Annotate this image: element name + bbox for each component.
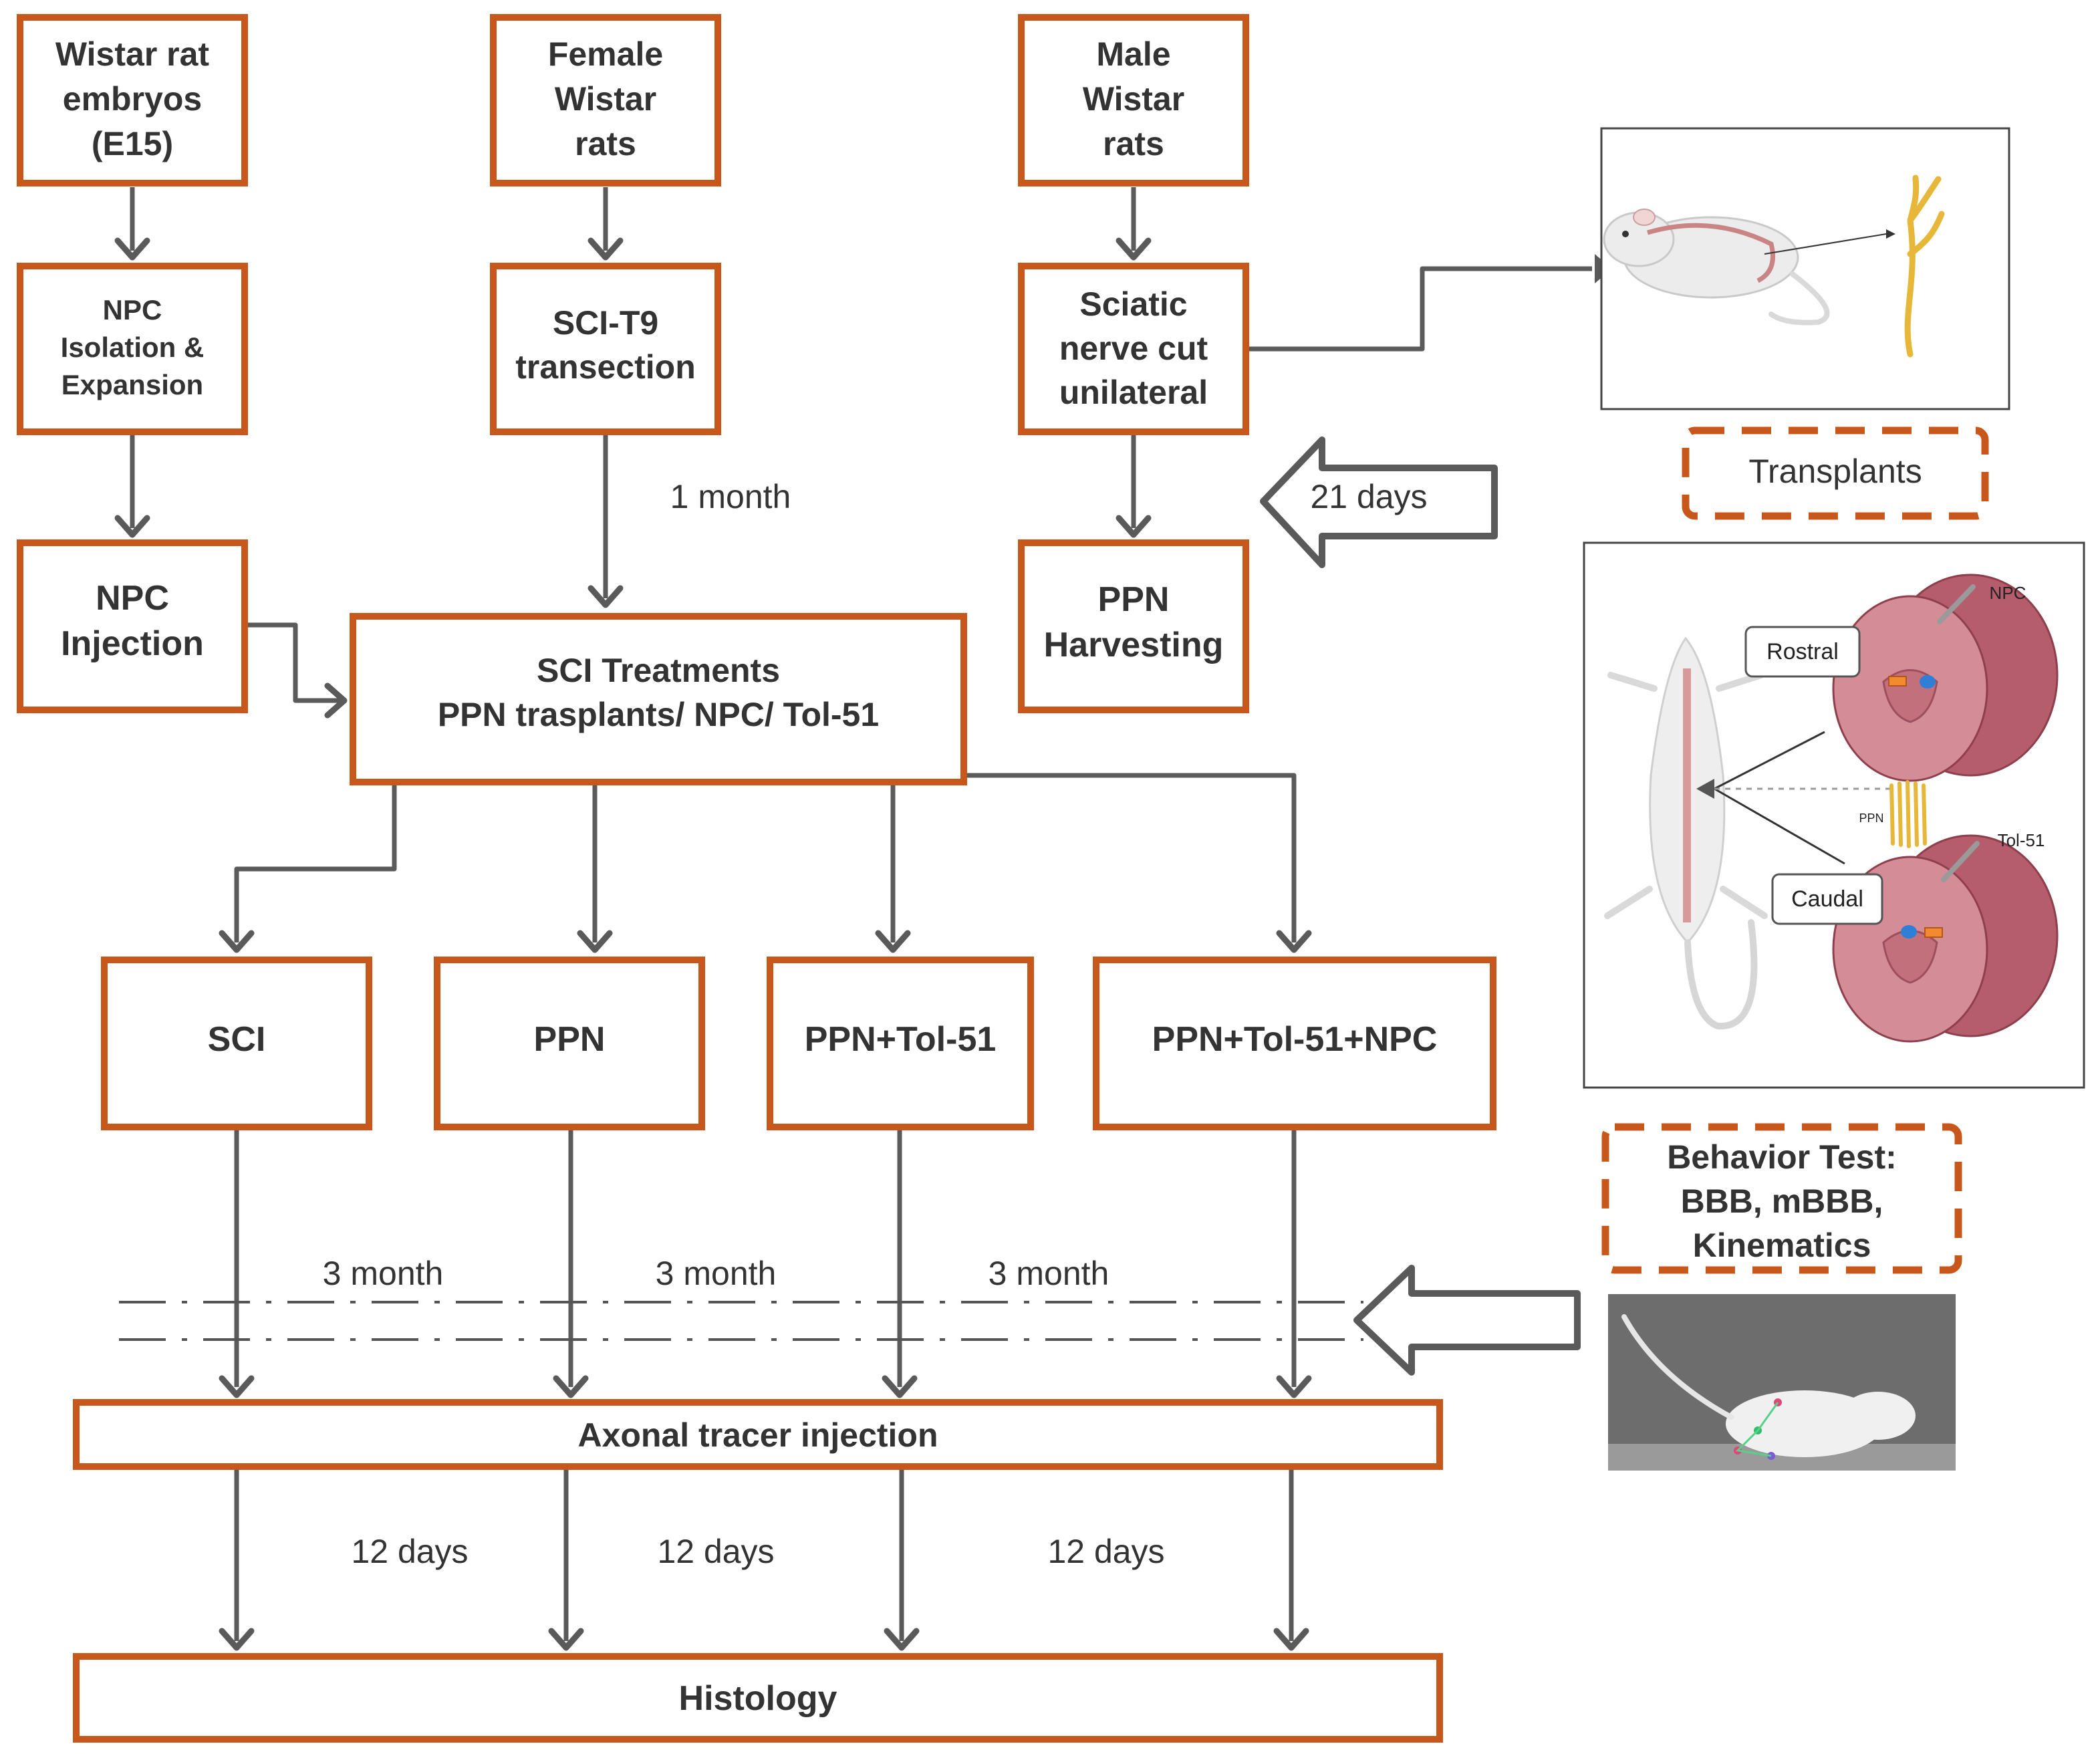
spinal-cord-schematic-panel: Rostral Caudal NPC Tol-51 PPN <box>1583 541 2085 1089</box>
box-ppn-harvesting: PPN Harvesting <box>1018 539 1249 713</box>
box-male-line-3: rats <box>1103 125 1164 162</box>
box-female-rats: Female Wistar rats <box>490 14 721 186</box>
label-12-days-1: 12 days <box>351 1533 468 1570</box>
ppn-nerve-graft <box>1889 780 1927 848</box>
box-embryos-line-3: (E15) <box>92 125 173 162</box>
box-histology: Histology <box>73 1653 1443 1743</box>
box-npc-isolation-line-2: Isolation & <box>61 332 205 363</box>
transplants-label: Transplants <box>1748 453 1922 490</box>
box-sciatic-line-1: Sciatic <box>1079 285 1187 323</box>
box-npc-injection-line-1: NPC <box>96 579 169 618</box>
label-12-days-2: 12 days <box>657 1533 774 1570</box>
injection-needles <box>1937 584 1980 882</box>
connectors <box>130 187 1592 1641</box>
box-sciatic-line-2: nerve cut <box>1059 330 1208 367</box>
box-treatments-line-1: SCI Treatments <box>537 652 780 689</box>
twentyone-days-arrow <box>1260 436 1498 568</box>
rat-illustration <box>1603 209 1895 326</box>
group-ppn-tol51-npc-label: PPN+Tol-51+NPC <box>1152 1020 1438 1059</box>
spinal-cord-caudal <box>1832 834 2059 1043</box>
box-treatments-line-2: PPN trasplants/ NPC/ Tol-51 <box>438 696 879 733</box>
kinematics-photo <box>1608 1294 1956 1471</box>
transplants-label-box: Transplants <box>1682 426 1989 520</box>
label-21-days: 21 days <box>1310 478 1427 515</box>
box-female-line-1: Female <box>548 35 663 73</box>
box-embryos: Wistar rat embryos (E15) <box>17 14 248 186</box>
box-axonal-tracer: Axonal tracer injection <box>73 1399 1443 1470</box>
box-male-rats: Male Wistar rats <box>1018 14 1249 186</box>
box-embryos-line-2: embryos <box>63 80 202 118</box>
tracer-label: Axonal tracer injection <box>577 1416 938 1454</box>
label-one-month: 1 month <box>670 478 791 515</box>
behavior-line-2: BBB, mBBB, <box>1681 1182 1883 1220</box>
group-ppn-label: PPN <box>534 1020 606 1059</box>
rat-top-view-illustration <box>1604 636 1891 1030</box>
rostral-label: Rostral <box>1766 639 1839 664</box>
label-3-month-3: 3 month <box>989 1255 1109 1292</box>
box-group-ppn-tol51-npc: PPN+Tol-51+NPC <box>1093 957 1496 1130</box>
behavior-line-3: Kinematics <box>1693 1227 1871 1264</box>
rostral-label-box: Rostral <box>1744 626 1861 678</box>
box-sci-t9-line-1: SCI-T9 <box>553 304 658 342</box>
box-npc-injection-line-2: Injection <box>61 624 204 663</box>
box-sciatic-line-3: unilateral <box>1059 374 1208 411</box>
tol51-label: Tol-51 <box>1998 830 2045 850</box>
box-npc-isolation-line-3: Expansion <box>61 369 203 400</box>
box-sci-treatments: SCI Treatments PPN trasplants/ NPC/ Tol-… <box>350 613 967 785</box>
box-sci-t9-line-2: transection <box>515 348 696 386</box>
box-male-line-1: Male <box>1096 35 1170 73</box>
label-3-month-1: 3 month <box>323 1255 444 1292</box>
group-ppn-tol51-label: PPN+Tol-51 <box>805 1020 997 1059</box>
box-embryos-line-1: Wistar rat <box>55 35 210 73</box>
box-ppn-harvest-line-1: PPN <box>1098 580 1170 619</box>
box-male-line-2: Wistar <box>1083 80 1184 118</box>
caudal-label-box: Caudal <box>1771 873 1883 925</box>
box-group-ppn-tol51: PPN+Tol-51 <box>767 957 1034 1130</box>
group-sci-label: SCI <box>208 1020 266 1059</box>
box-npc-isolation-line-1: NPC <box>103 294 162 326</box>
box-sci-t9: SCI-T9 transection <box>490 263 721 435</box>
arrowheads <box>114 237 1612 1651</box>
box-ppn-harvest-line-2: Harvesting <box>1044 626 1224 664</box>
box-sciatic-nerve: Sciatic nerve cut unilateral <box>1018 263 1249 435</box>
sciatic-illustration-panel <box>1600 127 2010 410</box>
label-12-days-3: 12 days <box>1047 1533 1164 1570</box>
box-group-sci: SCI <box>101 957 372 1130</box>
npc-label: NPC <box>1990 583 2026 603</box>
sciatic-nerve-illustration <box>1904 174 1945 358</box>
ppn-small-label: PPN <box>1859 811 1883 825</box>
box-npc-injection: NPC Injection <box>17 539 248 713</box>
box-female-line-2: Wistar <box>555 80 656 118</box>
behavior-arrow <box>1353 1265 1581 1376</box>
label-3-month-2: 3 month <box>656 1255 777 1292</box>
behavior-test-label-box: Behavior Test: BBB, mBBB, Kinematics <box>1601 1123 1962 1274</box>
histology-label: Histology <box>679 1679 837 1718</box>
box-female-line-3: rats <box>575 125 636 162</box>
box-npc-isolation: NPC Isolation & Expansion <box>17 263 248 435</box>
box-group-ppn: PPN <box>434 957 705 1130</box>
behavior-line-1: Behavior Test: <box>1667 1138 1897 1176</box>
spinal-cord-rostral <box>1832 574 2059 782</box>
caudal-label: Caudal <box>1791 886 1863 912</box>
